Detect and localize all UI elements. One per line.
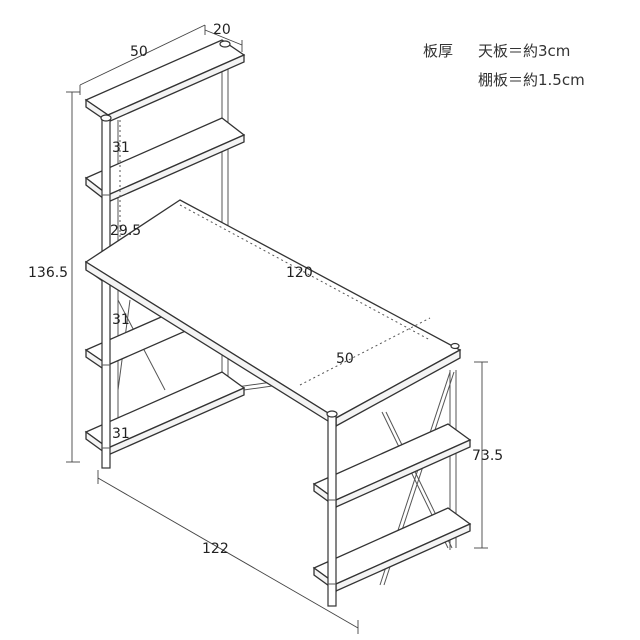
label-total-width: 122 bbox=[202, 541, 229, 557]
note-thickness-label: 板厚 bbox=[423, 42, 453, 60]
label-desk-length: 120 bbox=[286, 265, 313, 281]
dimension-lines bbox=[66, 24, 488, 634]
right-shelf-upper bbox=[312, 423, 472, 501]
note-top-board: 天板＝約3cm bbox=[478, 42, 570, 60]
label-shelf-depth: 20 bbox=[213, 22, 231, 38]
label-shelf-gap-4: 31 bbox=[112, 426, 130, 442]
note-shelf-board: 棚板＝約1.5cm bbox=[478, 71, 585, 89]
thickness-notes: 板厚 天板＝約3cm 棚板＝約1.5cm bbox=[423, 42, 585, 89]
label-shelf-gap-3: 31 bbox=[112, 312, 130, 328]
label-shelf-gap-2: 29.5 bbox=[110, 223, 141, 239]
tower-front-post bbox=[101, 117, 111, 469]
label-shelf-width: 50 bbox=[130, 44, 148, 60]
label-shelf-gap-1: 31 bbox=[112, 140, 130, 156]
tower-shelf-top bbox=[84, 39, 246, 116]
label-desk-depth: 50 bbox=[336, 351, 354, 367]
left-tower bbox=[84, 39, 246, 469]
right-front-post bbox=[327, 413, 337, 607]
desk-top bbox=[84, 199, 462, 428]
dimension-labels: 50 20 136.5 73.5 122 120 50 31 29.5 31 3… bbox=[28, 22, 503, 557]
right-side bbox=[312, 342, 472, 607]
label-total-height: 136.5 bbox=[28, 265, 68, 281]
label-desk-height: 73.5 bbox=[472, 448, 503, 464]
